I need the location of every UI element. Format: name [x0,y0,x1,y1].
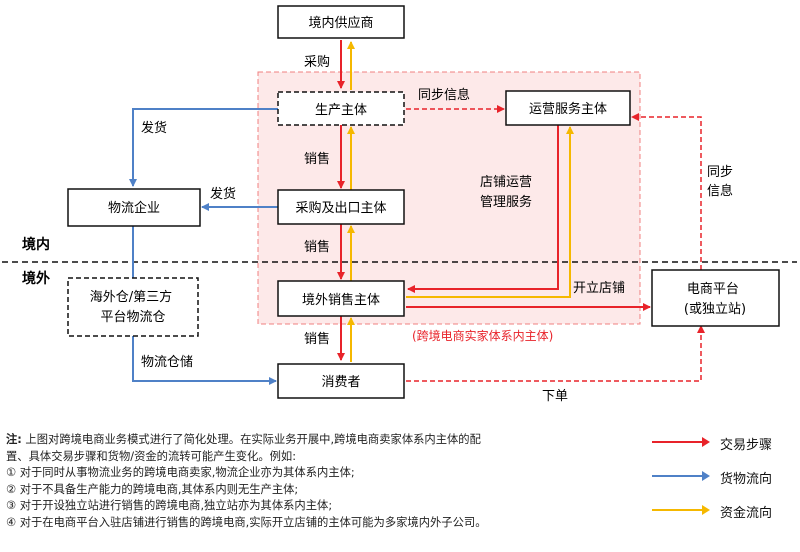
node-operations-service-box [505,90,631,126]
label-purchase: 采购 [304,54,330,70]
label-sync-info-right: 同步 信息 [707,165,737,199]
edge-store-ops-funds [406,126,574,298]
zone-label-overseas: 境外 [22,270,50,287]
node-consumer-box [277,363,405,399]
node-purchase-export-box [277,189,405,225]
node-operations-service: 运营服务主体 [529,101,607,117]
node-overseas-warehouse-box [67,277,199,337]
node-ecommerce-platform-box [651,269,780,327]
node-ecommerce-platform: 电商平台 (或独立站) [684,282,746,317]
node-producer: 生产主体 [315,103,367,118]
label-sales-2: 销售 [304,239,330,255]
label-place-order: 下单 [542,389,568,404]
label-store-ops-line1: 店铺运营 [480,175,532,190]
label-ship-left: 发货 [141,120,167,136]
node-logistics-company-box [67,188,201,227]
node-overseas-warehouse: 海外仓/第三方 平台物流仓 [90,289,177,325]
label-store-ops: 店铺运营 管理服务 [480,175,536,210]
node-overseas-seller: 境外销售主体 [302,292,380,308]
footnote-text: 上图对跨境电商业务模式进行了简化处理。在实际业务开展中,跨境电商卖家体系内主体的… [25,433,481,446]
footnote-line: 置、具体交易步骤和货物/资金的流转可能产生变化。例如: [6,449,297,463]
footnote-line: ② 对于不具备生产能力的跨境电商,其体系内则无生产主体; [6,482,299,496]
footnote-line: ③ 对于开设独立站进行销售的跨境电商,独立站亦为其体系内主体; [6,499,333,512]
legend-swatch-funds [652,505,710,515]
node-domestic-supplier: 境内供应商 [308,15,373,31]
label-sales-1: 销售 [304,151,330,167]
footnote-line: ④ 对于在电商平台入驻店铺进行销售的跨境电商,实际开立店铺的主体可能为多家境内外… [6,515,487,529]
footnote-prefix: 注: [6,433,22,446]
legend-swatch-transaction [652,437,710,447]
legend-label-transaction: 交易步骤 [720,438,773,453]
node-producer-box [277,91,405,126]
node-purchase-export: 采购及出口主体 [295,200,386,216]
legend-swatch-goods [652,471,710,481]
label-store-ops-line2: 管理服务 [480,194,532,210]
node-ecommerce-platform-line1: 电商平台 [687,282,739,297]
edge-ship-from-producer [129,108,280,187]
label-ship-mid: 发货 [210,186,236,202]
edge-place-order [406,325,705,382]
footnote-line: ① 对于同时从事物流业务的跨境电商卖家,物流企业亦为其体系内主体; [6,466,355,479]
node-domestic-supplier-box [277,5,405,39]
footnote-line: 注: 上图对跨境电商业务模式进行了简化处理。在实际业务开展中,跨境电商卖家体系内… [6,432,646,449]
node-overseas-warehouse-line2: 平台物流仓 [100,310,165,325]
legend-label-funds: 资金流向 [720,506,773,521]
legend-label-goods: 货物流向 [720,472,773,487]
node-logistics-company: 物流企业 [108,200,160,216]
label-open-store: 开立店铺 [573,281,625,296]
node-overseas-seller-box [277,280,405,317]
seller-group-caption: (跨境电商实家体系内主体) [412,328,553,343]
node-consumer: 消费者 [321,375,360,390]
label-sync-info-right-line1: 同步 [707,165,733,180]
label-sync-info-right-line2: 信息 [707,183,733,199]
label-sync-info-top: 同步信息 [418,87,470,103]
node-overseas-warehouse-line1: 海外仓/第三方 [90,289,172,305]
zone-label-domestic: 境内 [22,236,50,253]
edge-warehouse-storage [132,336,277,385]
footnote-block: 注: 上图对跨境电商业务模式进行了简化处理。在实际业务开展中,跨境电商卖家体系内… [6,432,646,531]
label-warehouse-storage: 物流仓储 [141,355,193,370]
node-ecommerce-platform-line2: (或独立站) [684,302,746,317]
edge-store-ops-transaction [407,125,559,293]
edge-sync-info-right [631,113,702,270]
label-sales-3: 销售 [304,331,330,347]
